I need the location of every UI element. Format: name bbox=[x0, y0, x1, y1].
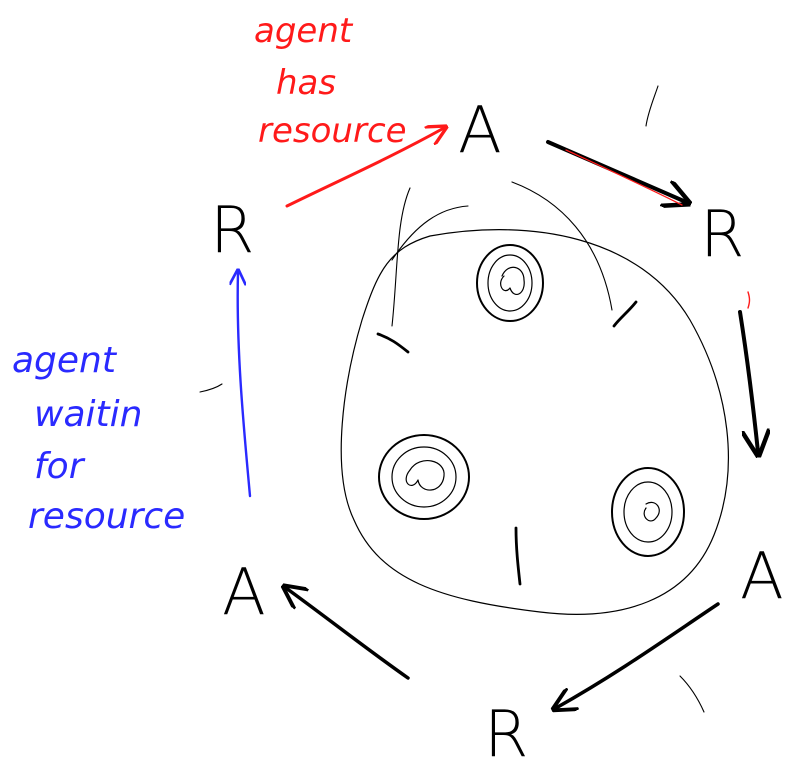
swirl-blob-right bbox=[611, 467, 685, 557]
annotation-waiting-line-1: agent bbox=[12, 340, 118, 381]
edge-agent-top-to-resource-right-red-overlay bbox=[565, 149, 683, 206]
edge-resource-right-to-agent-right bbox=[738, 310, 758, 452]
tick-mark-bottom bbox=[514, 526, 522, 586]
edge-agent-left-to-resource-left bbox=[238, 272, 252, 498]
stray-mark-bottom-right bbox=[679, 675, 705, 713]
node-agent-right: A bbox=[740, 540, 784, 614]
edge-resource-left-to-agent-top bbox=[285, 128, 444, 208]
connector-top-curl bbox=[391, 205, 469, 261]
connector-agent-top-to-right-mark bbox=[511, 181, 613, 311]
annotation-waiting: agent waitin for resource bbox=[12, 340, 185, 537]
stray-mark-left bbox=[199, 383, 223, 393]
central-region-outline bbox=[340, 229, 729, 615]
node-agent-top: A bbox=[458, 94, 502, 168]
stray-mark-top-right bbox=[645, 85, 659, 127]
annotation-holds-line-2: has bbox=[276, 63, 336, 103]
stray-mark-red bbox=[747, 291, 751, 309]
node-resource-right: R bbox=[700, 198, 744, 272]
annotation-holds-line-3: resource bbox=[258, 111, 407, 151]
edge-agent-right-to-resource-bottom bbox=[556, 602, 720, 708]
annotation-waiting-line-4: resource bbox=[28, 496, 185, 537]
tick-mark-left bbox=[376, 332, 410, 354]
swirl-blob-left bbox=[378, 434, 470, 520]
node-resource-bottom: R bbox=[484, 698, 528, 768]
annotation-waiting-line-3: for bbox=[34, 446, 86, 487]
node-resource-left: R bbox=[210, 194, 254, 268]
tick-mark-right bbox=[612, 300, 638, 328]
node-agent-left: A bbox=[222, 556, 266, 630]
edge-resource-bottom-to-agent-left bbox=[286, 588, 410, 680]
swirl-blob-top bbox=[476, 244, 544, 322]
annotation-waiting-line-2: waitin bbox=[34, 394, 142, 435]
annotation-holds: agent has resource bbox=[254, 11, 407, 151]
edge-agent-top-to-resource-right bbox=[546, 140, 686, 202]
connector-agent-top-to-left-mark bbox=[391, 187, 411, 327]
annotation-holds-line-1: agent bbox=[254, 11, 354, 51]
